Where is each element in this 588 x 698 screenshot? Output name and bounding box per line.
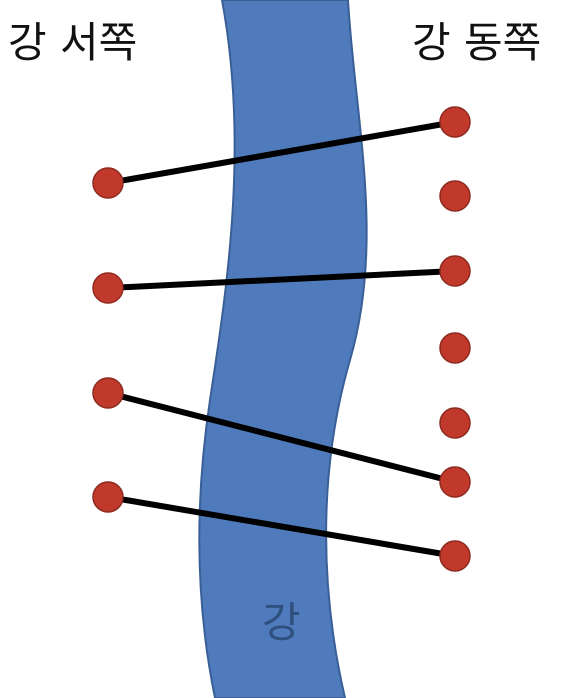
west-point-2: [92, 272, 124, 304]
river-label: 강: [262, 598, 301, 647]
east-point-2: [439, 180, 471, 212]
connection-line-2: [105, 268, 458, 291]
west-point-3: [92, 377, 124, 409]
west-point-1: [92, 167, 124, 199]
east-bank-points: [439, 106, 471, 572]
west-bank-label: 강 서쪽: [8, 18, 138, 67]
connection-lines: [105, 119, 458, 559]
west-bank-points: [92, 167, 124, 513]
river: [198, 0, 368, 698]
west-point-4: [92, 481, 124, 513]
east-point-7: [439, 540, 471, 572]
connection-line-1: [105, 119, 458, 186]
east-point-1: [439, 106, 471, 138]
east-point-6: [439, 466, 471, 498]
east-point-3: [439, 255, 471, 287]
connection-line-3: [105, 390, 458, 485]
east-point-4: [439, 332, 471, 364]
east-bank-label: 강 동쪽: [412, 18, 542, 67]
connection-line-4: [105, 494, 458, 559]
east-point-5: [439, 407, 471, 439]
